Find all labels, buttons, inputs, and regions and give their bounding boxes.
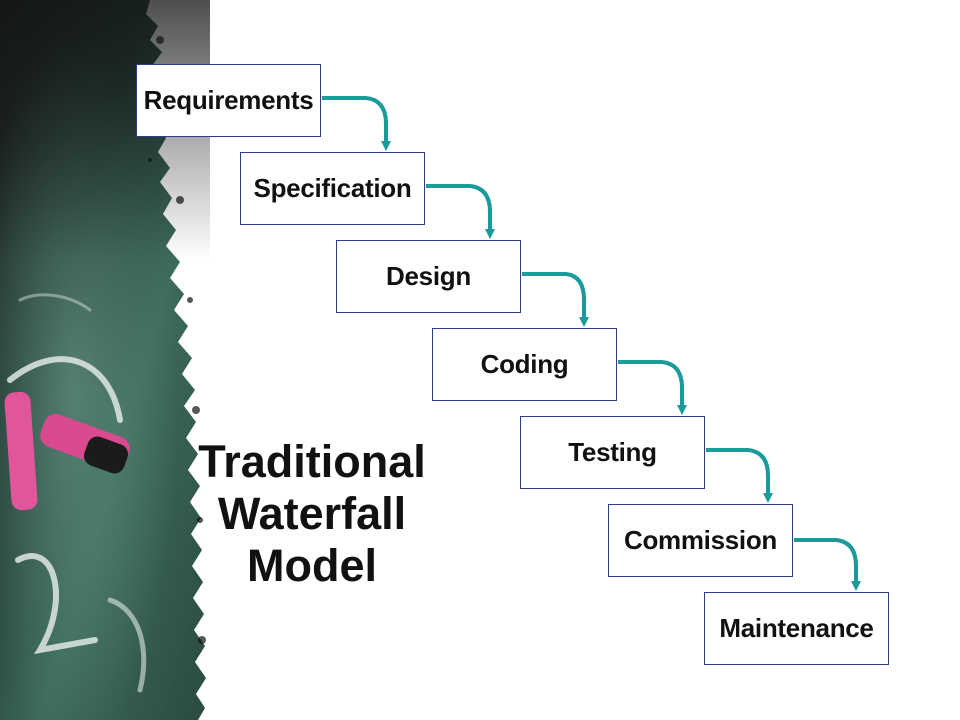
stage-testing: Testing (520, 416, 705, 489)
connector-arrow (618, 360, 687, 415)
stage-requirements: Requirements (136, 64, 321, 137)
stage-label: Design (386, 261, 471, 291)
title-line: Model (247, 540, 377, 591)
connector-arrow (706, 448, 773, 503)
stage-label: Requirements (143, 85, 314, 115)
stage-commission: Commission (608, 504, 793, 577)
stage-label: Specification (253, 173, 412, 203)
stage-label: Coding (480, 349, 569, 379)
stage-design: Design (336, 240, 521, 313)
connector-arrow (794, 538, 861, 591)
connector-arrow (322, 96, 391, 151)
stage-label: Testing (568, 437, 657, 467)
stage-coding: Coding (432, 328, 617, 401)
title-line: Waterfall (217, 488, 407, 539)
stage-label: Maintenance (719, 613, 874, 643)
stage-label: Commission (623, 525, 778, 555)
chalkboard-image (0, 0, 210, 720)
connector-arrow (426, 184, 495, 239)
stage-specification: Specification (240, 152, 425, 225)
connector-arrow (522, 272, 589, 327)
stage-maintenance: Maintenance (704, 592, 889, 665)
diagram-title: Traditional Waterfall Model (180, 436, 444, 592)
title-line: Traditional (198, 436, 426, 487)
